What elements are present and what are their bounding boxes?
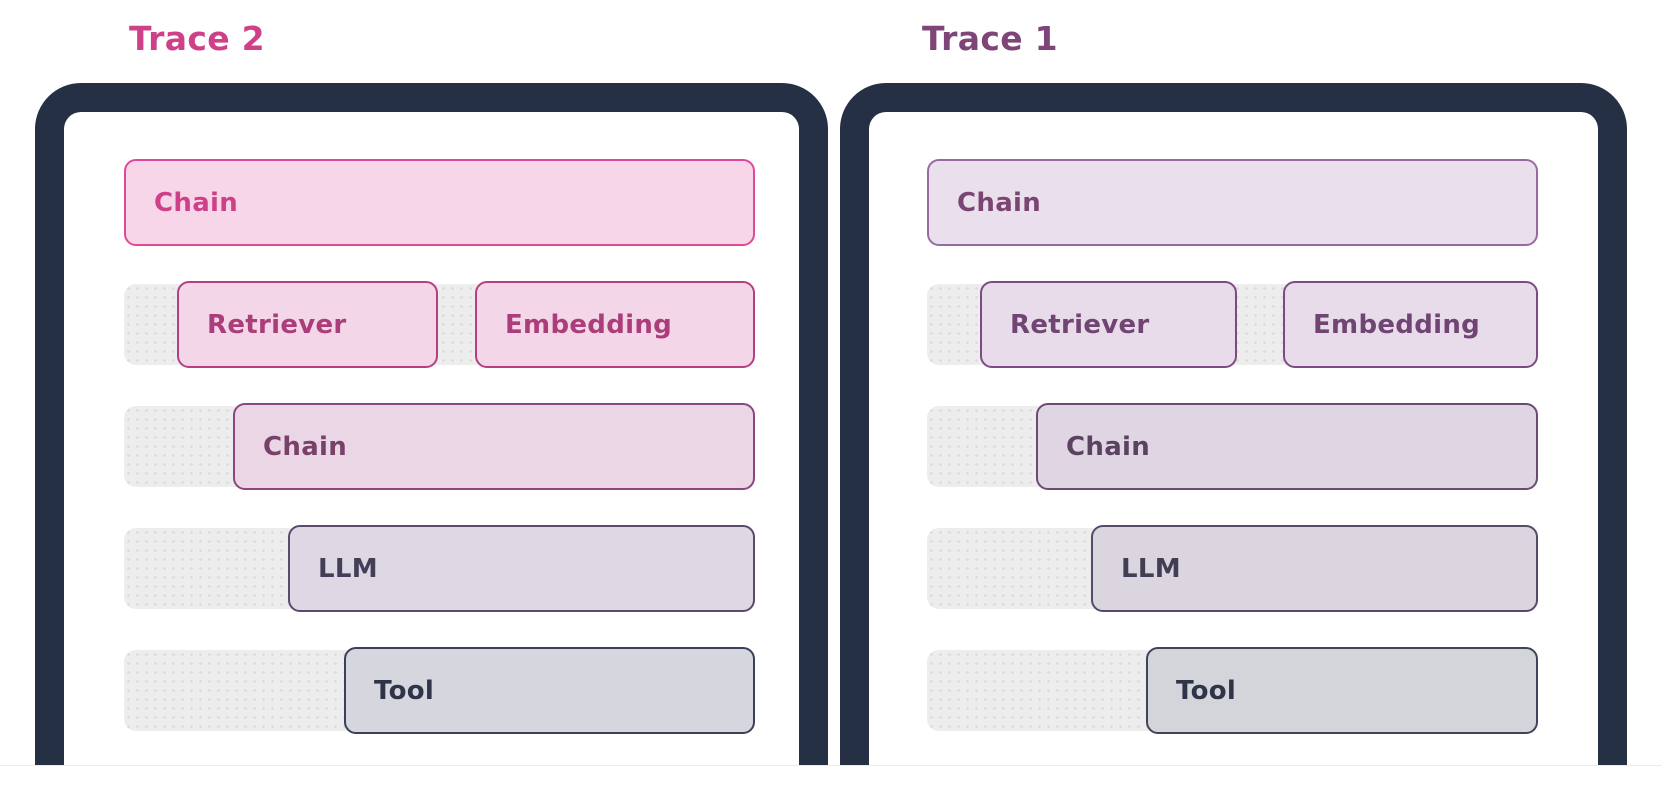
bottom-cut-line [0,765,1662,766]
trace-2-span-chain: Chain [233,403,755,490]
trace-1-span-embedding: Embedding [1283,281,1538,368]
trace-2-span-llm: LLM [288,525,755,612]
trace-2-span-retriever: Retriever [177,281,438,368]
trace-2-span-tool: Tool [344,647,755,734]
trace-1-span-chain: Chain [927,159,1538,246]
trace-1-span-llm: LLM [1091,525,1538,612]
trace-2-title: Trace 2 [129,19,265,58]
trace-1-span-chain: Chain [1036,403,1538,490]
trace-2-span-chain: Chain [124,159,755,246]
trace-2-span-embedding: Embedding [475,281,755,368]
trace-1-span-tool: Tool [1146,647,1538,734]
trace-1-title: Trace 1 [922,19,1058,58]
trace-1-span-retriever: Retriever [980,281,1237,368]
